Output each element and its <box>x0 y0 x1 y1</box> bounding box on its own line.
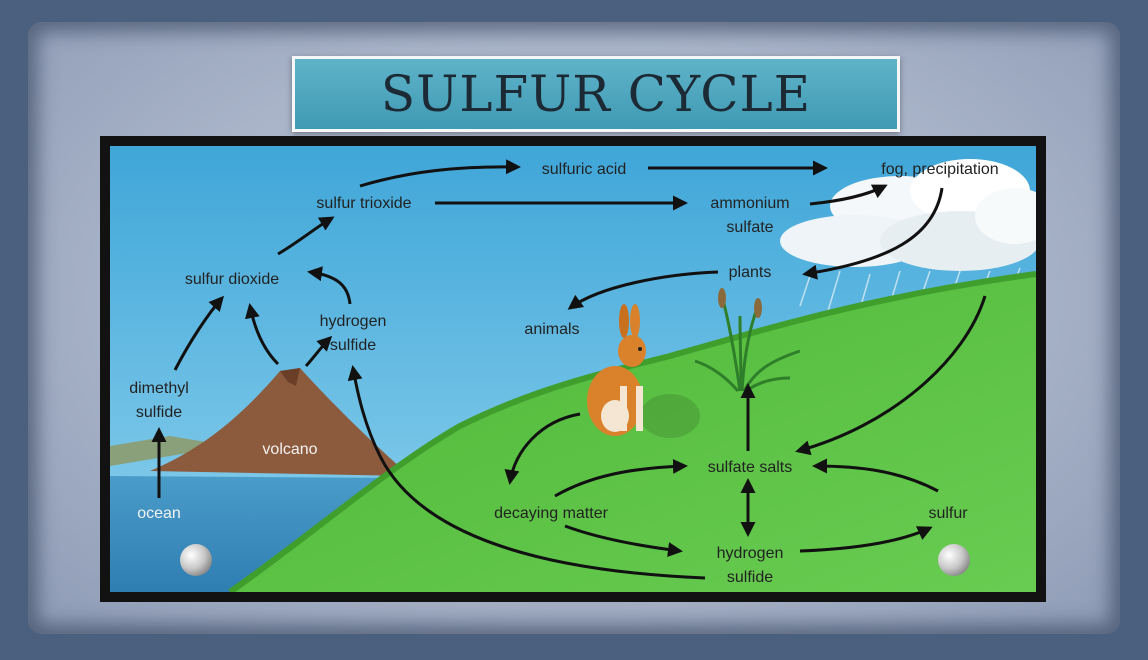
label-dimethyl-line1: dimethyl <box>129 380 189 397</box>
label-ocean: ocean <box>137 505 181 522</box>
label-plants: plants <box>729 264 772 281</box>
label-hydrogen-bottom-line2: sulfide <box>727 569 773 586</box>
label-sulfur-trioxide: sulfur trioxide <box>316 195 411 212</box>
label-decaying-matter: decaying matter <box>494 505 609 522</box>
label-animals: animals <box>524 321 579 338</box>
diagram-svg: sulfuric acid fog, precipitation sulfur … <box>110 146 1036 592</box>
label-hydrogen-top-line1: hydrogen <box>320 313 387 330</box>
label-dimethyl-line2: sulfide <box>136 404 182 421</box>
label-sulfur: sulfur <box>928 505 968 522</box>
label-sulfuric-acid: sulfuric acid <box>542 161 626 178</box>
label-hydrogen-top-line2: sulfide <box>330 337 376 354</box>
page-title: SULFUR CYCLE <box>381 69 811 119</box>
sulfur-cycle-diagram: sulfuric acid fog, precipitation sulfur … <box>110 146 1036 592</box>
ball-right <box>938 544 970 576</box>
label-hydrogen-bottom-line1: hydrogen <box>717 545 784 562</box>
label-volcano: volcano <box>262 441 317 458</box>
label-fog-precipitation: fog, precipitation <box>881 161 998 178</box>
title-banner: SULFUR CYCLE <box>292 56 900 132</box>
ball-left <box>180 544 212 576</box>
label-sulfate-salts: sulfate salts <box>708 459 792 476</box>
label-ammonium-line2: sulfate <box>726 219 773 236</box>
label-ammonium-line1: ammonium <box>710 195 789 212</box>
label-sulfur-dioxide: sulfur dioxide <box>185 271 279 288</box>
